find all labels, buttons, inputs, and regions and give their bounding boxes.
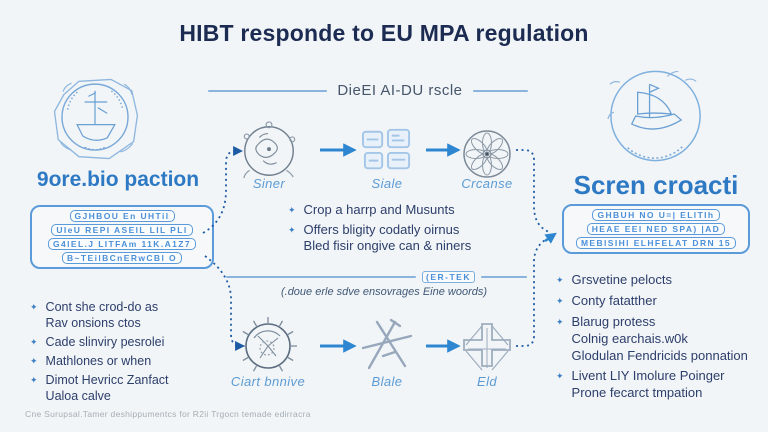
top-flow-label: DieEI AI-DU rscle (337, 82, 463, 99)
bullet-icon: ✦ (556, 371, 564, 382)
divider-line (208, 89, 328, 92)
list-item: ✦Cade slinviry pesrolei (30, 335, 165, 349)
arrow-into-right-block (544, 232, 557, 244)
bullet-icon: ✦ (556, 295, 564, 306)
divider-line (472, 89, 528, 92)
footer-caption: Cne Surupsal.Tamer deshippumentcs for R2… (25, 409, 311, 419)
bullet-icon: ✦ (556, 275, 564, 285)
right-bullet-list: ✦Grsvetine pelocts ✦Conty fatatther ✦Bla… (556, 272, 764, 406)
garbled-row: B~TEilBCnERwCBl O (62, 252, 182, 264)
list-item: ✦Dimot Hevricc Zanfact Ualoa calve (30, 373, 169, 403)
garbled-row: G4lEL.J LITFAm 11K.A1Z7 (47, 238, 196, 250)
divider-line (226, 276, 416, 278)
garbled-chip: (ER-TEK (422, 271, 475, 283)
garbled-row: MEBlSIHl ELHFELAT DRN 15 (575, 237, 737, 249)
bullet-icon: ✦ (30, 337, 38, 347)
list-item: ✦Blarug protess Colnig earchais.w0k Glod… (556, 313, 748, 363)
left-panel-heading: 9ore.bio paction (36, 168, 200, 191)
list-item: ✦Crop a harrp and Musunts (288, 202, 455, 217)
flow-step-label: Siale (371, 176, 403, 191)
garbled-row: GJHBOU En UHTil (69, 210, 175, 222)
garbled-row: UIeU REPI ASElL LIL PLl (51, 224, 193, 236)
top-flow-header: DieEI AI-DU rscle (208, 82, 528, 99)
page-title: HIBT responde to EU MPA regulation (179, 20, 589, 46)
flow-step-label: Crcanse (461, 176, 513, 191)
seal-circle-icon (238, 120, 300, 182)
flow-step-label: Blale (371, 374, 403, 389)
list-item: ✦Cont she crod-do as Rav onsions ctos (30, 300, 159, 330)
middle-divider: (ER-TEK (226, 271, 538, 283)
list-item: ✦Offers bligity codatly oirnus Bled fisi… (288, 221, 472, 254)
garbled-row: HEAE EEl NED SPA) |AD (586, 223, 726, 235)
bullet-icon: ✦ (556, 316, 564, 327)
list-item: ✦Livent LIY Imolure Poinger Prone fecarc… (556, 368, 725, 401)
easel-icon (355, 316, 419, 374)
list-item: ✦Conty fatatther (556, 292, 657, 308)
bullet-icon: ✦ (30, 356, 38, 366)
left-bullet-list: ✦Cont she crod-do as Rav onsions ctos ✦C… (30, 299, 222, 407)
list-item: ✦Mathlones or when (30, 354, 152, 368)
flow-step-label: Eld (477, 374, 497, 389)
bullet-icon: ✦ (30, 375, 38, 385)
middle-notes-list: ✦Crop a harrp and Musunts ✦Offers bligit… (288, 202, 540, 258)
left-garbled-text-block: GJHBOU En UHTil UIeU REPI ASElL LIL PLl … (30, 205, 214, 269)
ship-seal-emblem-icon (42, 70, 148, 168)
bullet-icon: ✦ (288, 224, 296, 235)
sailboat-seal-emblem-icon (598, 62, 712, 174)
list-item: ✦Grsvetine pelocts (556, 272, 672, 287)
middle-divider-caption: (.doue erle sdve ensovrages Eine woords) (280, 286, 488, 298)
bullet-icon: ✦ (30, 302, 38, 312)
cross-icon (458, 320, 516, 376)
divider-line (480, 276, 527, 278)
right-garbled-text-block: GHBUH NO U=| ELlTIh HEAE EEl NED SPA) |A… (562, 204, 750, 254)
right-panel-heading: Scren croacti (573, 170, 739, 200)
bullet-icon: ✦ (288, 205, 296, 215)
gear-sun-icon (236, 314, 300, 378)
flow-step-label: Siner (252, 176, 286, 191)
flow-step-label: Ciart bnnive (230, 374, 306, 389)
garbled-row: GHBUH NO U=| ELlTIh (592, 209, 720, 221)
rosette-icon (459, 126, 515, 182)
blocks-icon (356, 126, 418, 176)
